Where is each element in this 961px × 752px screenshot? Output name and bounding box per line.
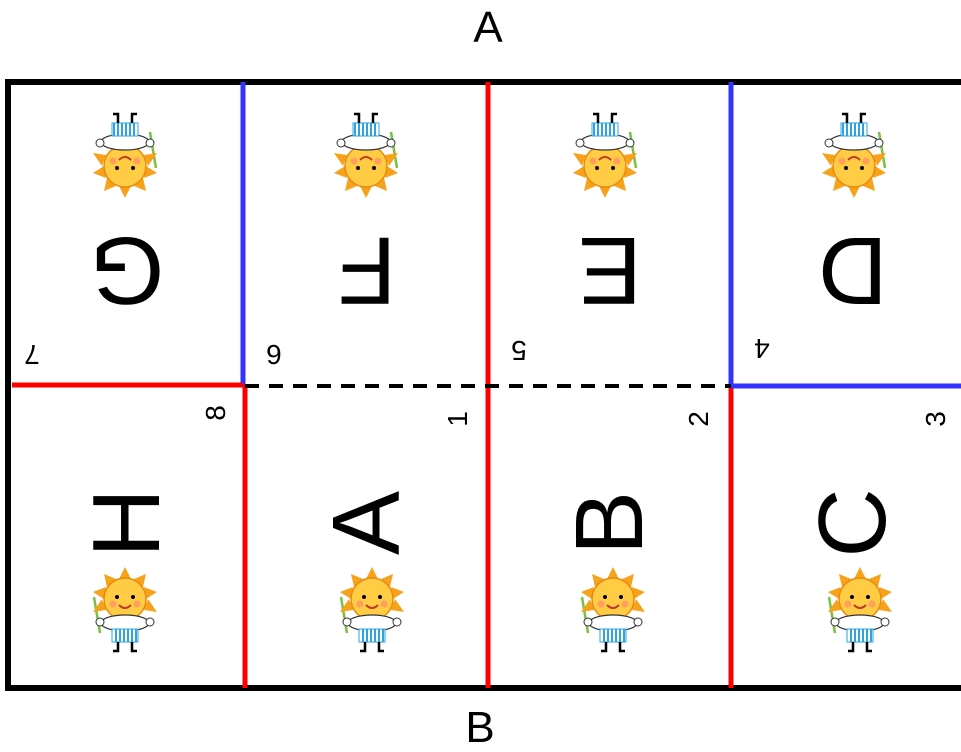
panel-number: 2 (683, 411, 714, 427)
panel-number: 4 (754, 333, 770, 364)
panel-number: 6 (266, 339, 282, 370)
panel-c: 3 C (731, 385, 961, 688)
panel-letter: F (337, 216, 396, 324)
panel-d: D 4 (731, 82, 961, 385)
panel-number: 3 (920, 411, 951, 427)
panel-b: 2 B (488, 385, 731, 688)
panel-f: F 6 (245, 82, 488, 385)
sheet-border (5, 79, 961, 691)
sun-mascot-icon (820, 112, 888, 200)
sun-mascot-icon (579, 565, 647, 653)
panel-number: 1 (442, 411, 473, 427)
panel-e: E 5 (488, 82, 731, 385)
panel-a: 1 A (245, 385, 488, 688)
bottom-edge-label: B (465, 703, 495, 752)
panel-letter: E (577, 216, 642, 324)
top-edge-label: A (473, 3, 503, 52)
panel-g: G 7 (5, 82, 248, 385)
sun-mascot-icon (338, 565, 406, 653)
sun-mascot-icon (91, 112, 159, 200)
panel-letter: G (89, 216, 164, 324)
sun-mascot-icon (571, 112, 639, 200)
panel-h: 8 H (5, 385, 248, 688)
panel-number: 5 (511, 335, 527, 366)
sun-mascot-icon (826, 565, 894, 653)
panel-number: 7 (24, 339, 40, 370)
sun-mascot-icon (91, 565, 159, 653)
sun-mascot-icon (332, 112, 400, 200)
panel-letter: D (817, 216, 888, 324)
panel-number: 8 (200, 405, 231, 421)
